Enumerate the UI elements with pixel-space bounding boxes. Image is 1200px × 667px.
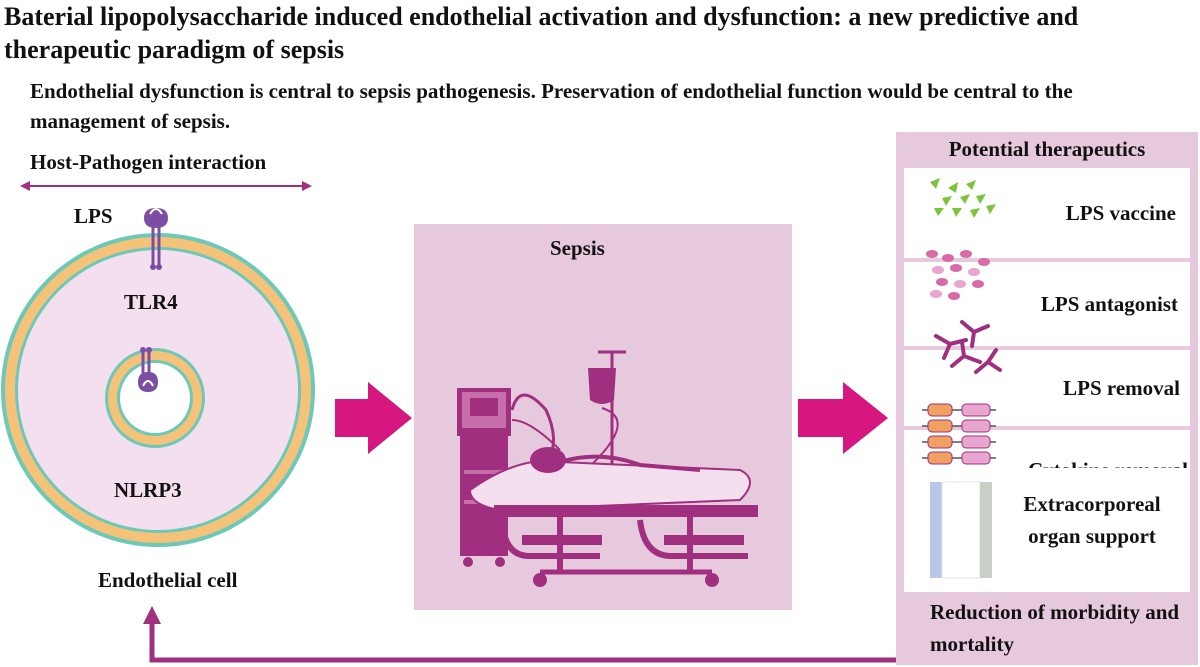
tlr4-label: TLR4	[124, 290, 178, 314]
therapeutic-label: LPS removal	[1063, 375, 1180, 400]
arrow-cell-to-sepsis	[335, 382, 412, 454]
page-subtitle: Endothelial dysfunction is central to se…	[30, 79, 1073, 133]
sepsis-label: Sepsis	[550, 236, 605, 260]
therapeutics-panel: Potential therapeutics LPS vaccine LPS a…	[896, 132, 1198, 665]
vesicle-lumen	[120, 363, 190, 433]
nlrp3-label: NLRP3	[114, 478, 182, 502]
icu-bed-scene-icon	[457, 350, 758, 587]
branched-molecules-icon	[934, 320, 1002, 374]
arrow-sepsis-to-therapeutics	[798, 382, 888, 454]
nlrp3-receptor-icon	[138, 347, 158, 392]
page-title: Baterial lipopolysaccharide induced endo…	[4, 2, 1079, 64]
feedback-arrow	[149, 620, 896, 663]
therapeutics-header: Potential therapeutics	[948, 137, 1146, 161]
therapeutic-item-lps-vaccine: LPS vaccine	[904, 168, 1190, 258]
membrane-filter-icon	[930, 481, 992, 579]
tlr4-receptor-icon	[144, 208, 168, 270]
host-pathogen-label: Host-Pathogen interaction	[30, 150, 267, 174]
endothelial-cell	[1, 233, 315, 547]
oval-particles-icon	[926, 250, 990, 300]
therapeutics-footer: Reduction of morbidity and mortality	[930, 600, 1180, 656]
feedback-arrowhead	[143, 606, 161, 624]
endothelial-cell-label: Endothelial cell	[98, 568, 238, 592]
therapeutic-item-lps-antagonist: LPS antagonist	[904, 262, 1190, 346]
lps-label: LPS	[74, 204, 113, 228]
triangle-particles-icon	[930, 178, 996, 218]
therapeutic-label: LPS antagonist	[1040, 291, 1178, 316]
therapeutic-label: LPS vaccine	[1065, 200, 1176, 225]
therapeutic-label-extracorporeal: Extracorporeal organ support	[1023, 492, 1161, 548]
cytokine-chain-icon	[922, 403, 996, 465]
